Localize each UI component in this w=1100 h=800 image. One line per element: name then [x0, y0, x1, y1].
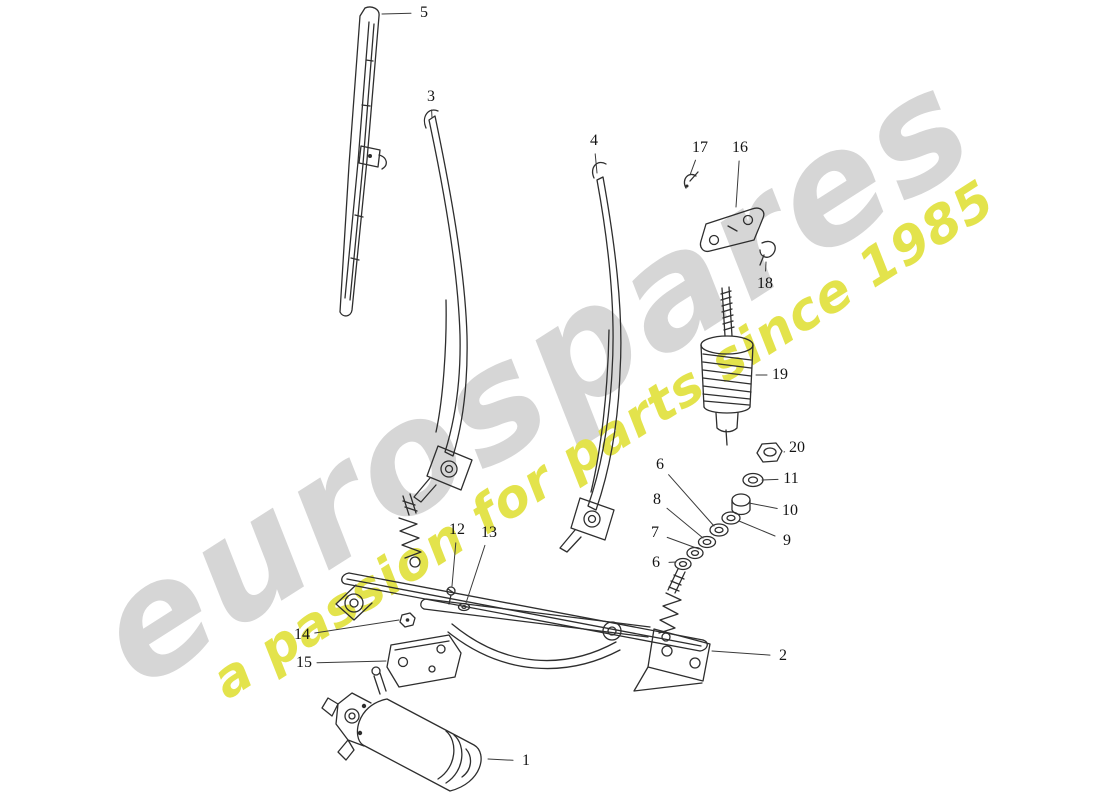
part-callout-16[interactable]: 16	[732, 139, 748, 156]
armature-19	[700, 286, 754, 446]
part-callout-8[interactable]: 8	[653, 491, 661, 508]
leader-line-7	[666, 536, 700, 550]
part-callout-9[interactable]: 9	[783, 532, 791, 549]
leader-line-11	[761, 478, 779, 481]
part-callout-6b[interactable]: 6	[652, 554, 660, 571]
left-spindle	[398, 493, 422, 568]
wiper-arm-short	[413, 109, 473, 503]
leader-line-4	[594, 153, 598, 174]
leader-line-13	[465, 544, 486, 604]
retainer-clip-18	[759, 240, 776, 266]
part-callout-6a[interactable]: 6	[656, 456, 664, 473]
linkage-frame	[335, 572, 711, 692]
wiper-arm-long	[559, 161, 622, 553]
bolt-14	[399, 612, 416, 628]
leader-line-14	[314, 619, 400, 634]
mounting-plate-16	[699, 207, 765, 253]
leader-line-6a	[668, 474, 715, 527]
part-callout-13[interactable]: 13	[481, 524, 497, 541]
leader-line-15	[316, 660, 387, 664]
washer-13	[457, 602, 471, 612]
part-callout-20[interactable]: 20	[789, 439, 805, 456]
retainer-clip-17	[683, 171, 699, 189]
leader-line-8	[666, 507, 704, 539]
wiper-motor	[321, 666, 482, 792]
part-callout-4[interactable]: 4	[590, 132, 598, 149]
part-callout-11[interactable]: 11	[783, 470, 799, 487]
part-callout-15[interactable]: 15	[296, 654, 312, 671]
part-callout-18[interactable]: 18	[757, 275, 773, 292]
right-spindle	[658, 568, 686, 642]
part-callout-14[interactable]: 14	[294, 626, 310, 643]
leader-line-17	[689, 159, 696, 176]
wiper-blade	[339, 6, 387, 317]
leader-line-16	[735, 160, 740, 208]
leader-line-2	[711, 650, 771, 656]
hardware-stack	[674, 442, 783, 571]
fastener-12	[446, 586, 456, 605]
leader-line-9	[738, 520, 776, 537]
part-callout-19[interactable]: 19	[772, 366, 788, 383]
leader-line-5	[381, 12, 412, 15]
part-callout-5[interactable]: 5	[420, 4, 428, 21]
part-callout-7[interactable]: 7	[651, 524, 659, 541]
part-callout-2[interactable]: 2	[779, 647, 787, 664]
part-callout-10[interactable]: 10	[782, 502, 798, 519]
bracket-15	[386, 634, 462, 688]
leader-line-12	[451, 542, 457, 587]
part-callout-1[interactable]: 1	[522, 752, 530, 769]
part-callout-3[interactable]: 3	[427, 88, 435, 105]
part-callout-17[interactable]: 17	[692, 139, 708, 156]
leader-line-1	[487, 758, 514, 761]
leader-lines	[314, 12, 786, 761]
part-callout-12[interactable]: 12	[449, 521, 465, 538]
leader-line-10	[748, 502, 778, 509]
